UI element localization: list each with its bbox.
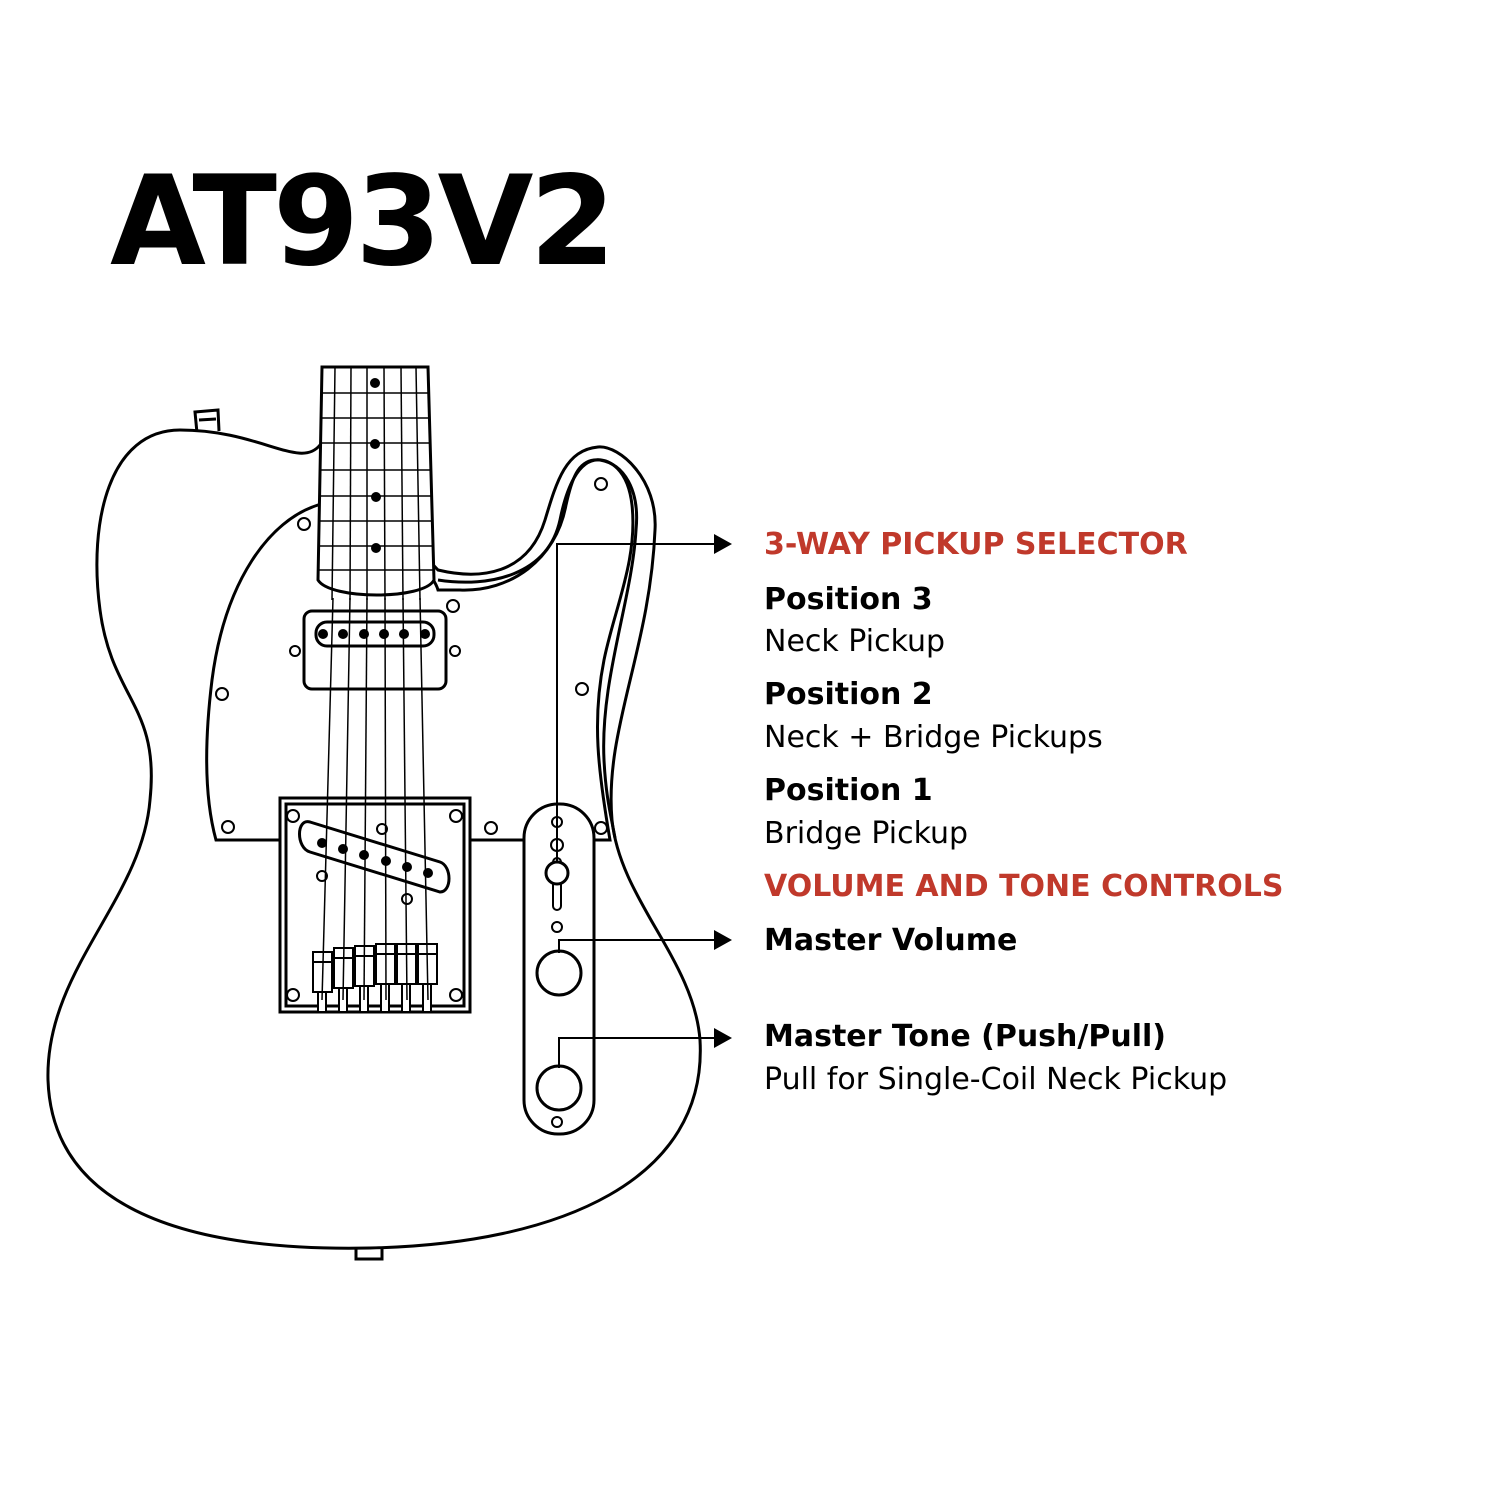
position-1-label: Position 1: [764, 773, 933, 808]
product-title: AT93V2: [110, 150, 616, 294]
neck: [316, 365, 436, 601]
position-2-desc: Neck + Bridge Pickups: [764, 720, 1103, 755]
position-3-desc: Neck Pickup: [764, 624, 946, 659]
position-3-label: Position 3: [764, 582, 933, 617]
volume-knob[interactable]: [535, 949, 583, 997]
callout-selector: [556, 534, 732, 862]
position-2-label: Position 2: [764, 677, 933, 712]
callout-volume: [558, 930, 732, 953]
callout-tone: [558, 1028, 732, 1068]
pickguard-screws: [215, 477, 608, 835]
master-volume-label: Master Volume: [764, 923, 1018, 958]
strap-button-top: [193, 408, 221, 434]
master-tone-label: Master Tone (Push/Pull): [764, 1019, 1166, 1054]
body-binding: [437, 458, 639, 839]
neck-pickup: [289, 609, 461, 691]
bridge: [278, 796, 472, 1014]
control-plate: [522, 802, 596, 1136]
master-tone-desc: Pull for Single-Coil Neck Pickup: [764, 1062, 1228, 1097]
strings: [321, 597, 429, 1001]
selector-heading: 3-WAY PICKUP SELECTOR: [764, 527, 1188, 562]
tone-knob[interactable]: [535, 1064, 583, 1112]
controls-heading: VOLUME AND TONE CONTROLS: [764, 869, 1284, 904]
position-1-desc: Bridge Pickup: [764, 816, 969, 851]
